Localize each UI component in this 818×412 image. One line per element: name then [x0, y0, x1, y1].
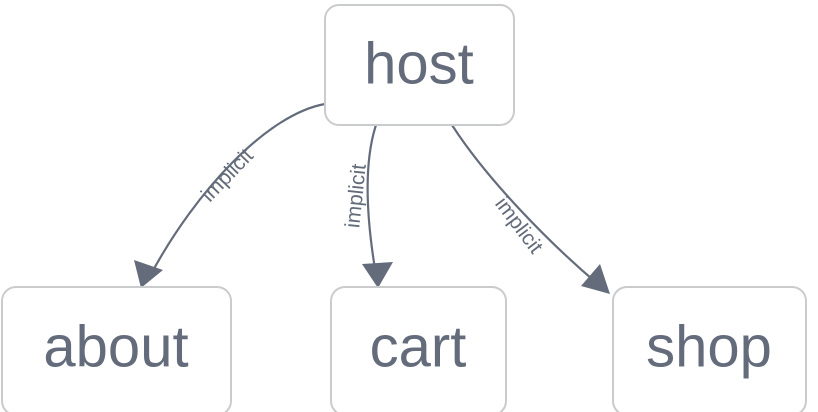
edge-host-shop-arrowhead-icon [581, 264, 610, 294]
edge-host-about[interactable]: implicit [134, 102, 327, 288]
edge-host-cart-path [366, 123, 378, 277]
node-cart-box [330, 286, 507, 412]
node-about-label: about [43, 314, 188, 379]
edge-host-about-path [148, 102, 327, 278]
edge-host-shop[interactable]: implicit [450, 123, 610, 294]
node-cart-label: cart [370, 314, 467, 379]
edge-group: implicit implicit implicit [134, 102, 610, 294]
node-shop-label: shop [646, 314, 772, 379]
node-shop[interactable]: shop [612, 286, 807, 412]
edge-host-cart-label: implicit [341, 163, 371, 229]
node-host-box [324, 4, 515, 126]
node-host[interactable]: host [324, 4, 515, 126]
node-host-label: host [364, 31, 474, 96]
edge-host-cart-arrowhead-icon [362, 262, 393, 288]
node-shop-box [612, 286, 807, 412]
node-group: host about cart shop [1, 4, 807, 412]
edge-host-about-label: implicit [197, 144, 258, 206]
node-cart[interactable]: cart [330, 286, 507, 412]
edge-host-cart[interactable]: implicit [341, 123, 393, 288]
edge-host-about-arrowhead-icon [134, 260, 163, 288]
edge-host-shop-label: implicit [490, 193, 547, 258]
node-about-box [1, 286, 232, 412]
edge-host-shop-path [450, 123, 601, 287]
node-about[interactable]: about [1, 286, 232, 412]
